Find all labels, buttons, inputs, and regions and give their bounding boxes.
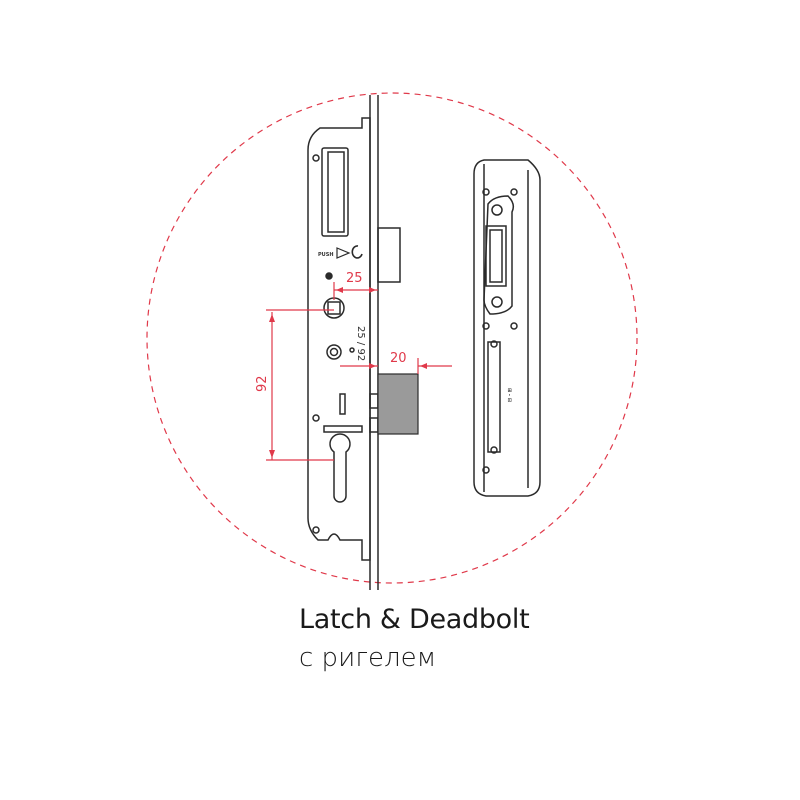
rotate-icon	[351, 245, 363, 259]
caption-subtitle: с ригелем	[299, 643, 437, 673]
strike-plate	[473, 159, 541, 497]
dimension-lines	[266, 282, 452, 461]
bolt-throw-label: 20	[390, 351, 407, 366]
deadbolt	[377, 373, 419, 435]
strike-mark: ⊞ - ⊟	[506, 388, 512, 402]
guide-circle	[146, 92, 638, 584]
push-label: PUSH	[318, 252, 334, 258]
spec-label: 25 / 92	[355, 326, 366, 361]
caption-title: Latch & Deadbolt	[299, 604, 530, 635]
faceplate	[307, 95, 401, 590]
push-arrow-icon	[336, 247, 351, 259]
center-distance-label: 92	[255, 375, 270, 392]
backset-label: 25	[346, 271, 363, 286]
